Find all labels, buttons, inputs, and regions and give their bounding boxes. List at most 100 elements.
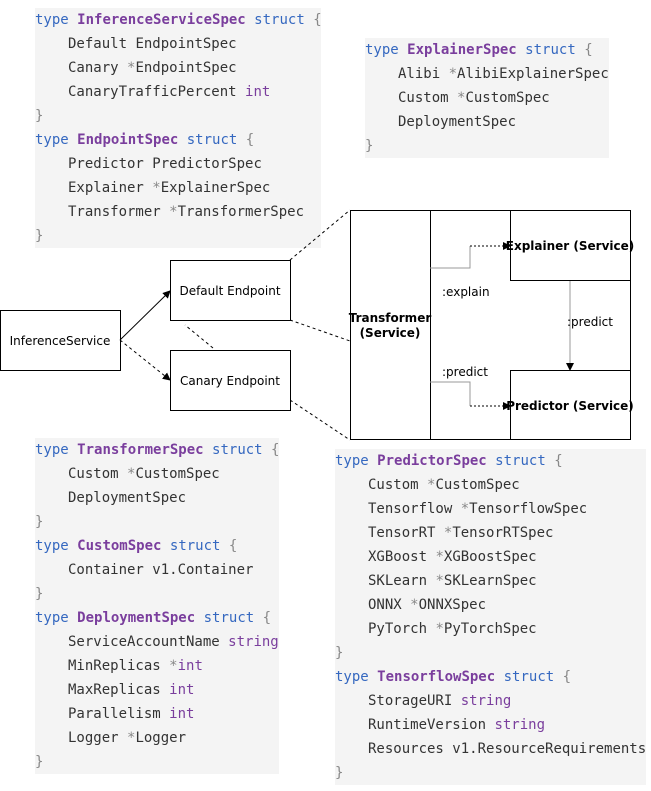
inference-service-label: InferenceService [10,334,111,348]
pointer-marker: * [427,477,436,493]
code-line: type CustomSpec struct { [35,534,237,558]
code-brace: } [365,138,374,154]
code-line: MinReplicas *int [68,654,203,678]
field-type: CustomSpec [135,466,220,482]
code-line: TensorRT *TensorRTSpec [368,521,553,545]
struct-name: TransformerSpec [77,442,204,458]
field-name: Logger [68,730,119,746]
code-line: } [365,134,373,158]
pointer-marker: * [457,90,466,106]
code-keyword: type [335,669,369,685]
field-name: MaxReplicas [68,682,161,698]
field-type: Logger [135,730,187,746]
code-line: MaxReplicas int [68,678,194,702]
field-name: Transformer [68,204,161,220]
pointer-marker: * [127,466,136,482]
field-name: Custom [68,466,119,482]
field-name: Predictor [68,156,144,172]
code-brace: } [335,765,344,781]
code-brace: { [271,442,280,458]
predict-edge-transformer-label: :predict [442,365,488,379]
projection-line [289,209,351,261]
code-keyword: struct [203,610,255,626]
transformer-label-sub: (Service) [360,326,421,340]
explainer-label: Explainer (Service) [506,239,634,253]
code-line: Logger *Logger [68,726,186,750]
pointer-marker: * [435,549,444,565]
field-type: int [169,682,195,698]
code-line: Custom *CustomSpec [68,462,220,486]
code-line: type ExplainerSpec struct { [365,38,593,62]
explainer-node [510,210,631,281]
field-type: EndpointSpec [135,60,237,76]
field-type: string [494,717,546,733]
field-name: Alibi [398,66,441,82]
field-type: int [177,658,203,674]
code-line: type TransformerSpec struct { [35,438,279,462]
code-keyword: type [35,442,69,458]
code-brace: } [35,586,44,602]
code-keyword: struct [495,453,546,469]
field-type: string [228,634,279,650]
code-line: Canary *EndpointSpec [68,56,237,80]
code-line: } [35,510,43,534]
code-block-predictor-spec: type PredictorSpec struct {Custom *Custo… [335,449,646,785]
code-keyword: struct [169,538,221,554]
code-line: } [35,750,43,774]
code-line: Tensorflow *TensorflowSpec [368,497,587,521]
field-type: SKLearnSpec [443,573,537,589]
code-brace: } [35,228,44,244]
pointer-marker: * [410,597,419,613]
predict-edge-explainer-label: :predict [567,315,613,329]
field-type: v1.ResourceRequirements [452,741,647,757]
code-keyword: type [35,610,69,626]
field-type: PyTorchSpec [443,621,537,637]
code-keyword: type [365,42,399,58]
explain-edge [430,246,471,269]
default-endpoint-label: Default Endpoint [179,284,280,298]
field-type: DeploymentSpec [398,114,517,130]
field-name: CanaryTrafficPercent [68,84,237,100]
field-name: Parallelism [68,706,161,722]
code-line: Custom *CustomSpec [398,86,550,110]
code-keyword: type [335,453,369,469]
field-type: int [245,84,271,100]
code-line: Custom *CustomSpec [368,473,520,497]
code-line: ONNX *ONNXSpec [368,593,486,617]
field-name: StorageURI [368,693,453,709]
code-brace: { [554,453,563,469]
code-line: Parallelism int [68,702,194,726]
code-line: Container v1.Container [68,558,253,582]
code-line: Alibi *AlibiExplainerSpec [398,62,609,86]
code-line: type EndpointSpec struct { [35,128,254,152]
code-keyword: struct [525,42,576,58]
code-line: StorageURI string [368,689,511,713]
struct-name: TensorflowSpec [377,669,496,685]
pointer-marker: * [127,60,136,76]
field-name: Custom [368,477,419,493]
transformer-label: Transformer [349,311,432,325]
code-line: DeploymentSpec [68,486,186,510]
code-line: } [335,761,343,785]
field-name: SKLearn [368,573,428,589]
code-line: type DeploymentSpec struct { [35,606,271,630]
code-line: ServiceAccountName string [68,630,279,654]
code-brace: { [562,669,572,685]
code-block-transformer-spec: type TransformerSpec struct {Custom *Cus… [35,438,279,774]
field-type: PredictorSpec [152,156,262,172]
struct-name: ExplainerSpec [407,42,517,58]
pointer-marker: * [448,66,458,82]
field-type: v1.Container [152,562,254,578]
field-type: ExplainerSpec [160,180,271,196]
code-line: type PredictorSpec struct { [335,449,563,473]
pointer-marker: * [169,204,178,220]
canary-edge [119,339,171,381]
canary-endpoint-node [170,350,291,411]
code-brace: { [313,12,322,28]
code-keyword: struct [212,442,263,458]
code-line: type TensorflowSpec struct { [335,665,571,689]
code-line: Default EndpointSpec [68,32,237,56]
code-brace: { [584,42,593,58]
code-keyword: type [35,132,69,148]
explain-edge-label: :explain [442,285,490,299]
